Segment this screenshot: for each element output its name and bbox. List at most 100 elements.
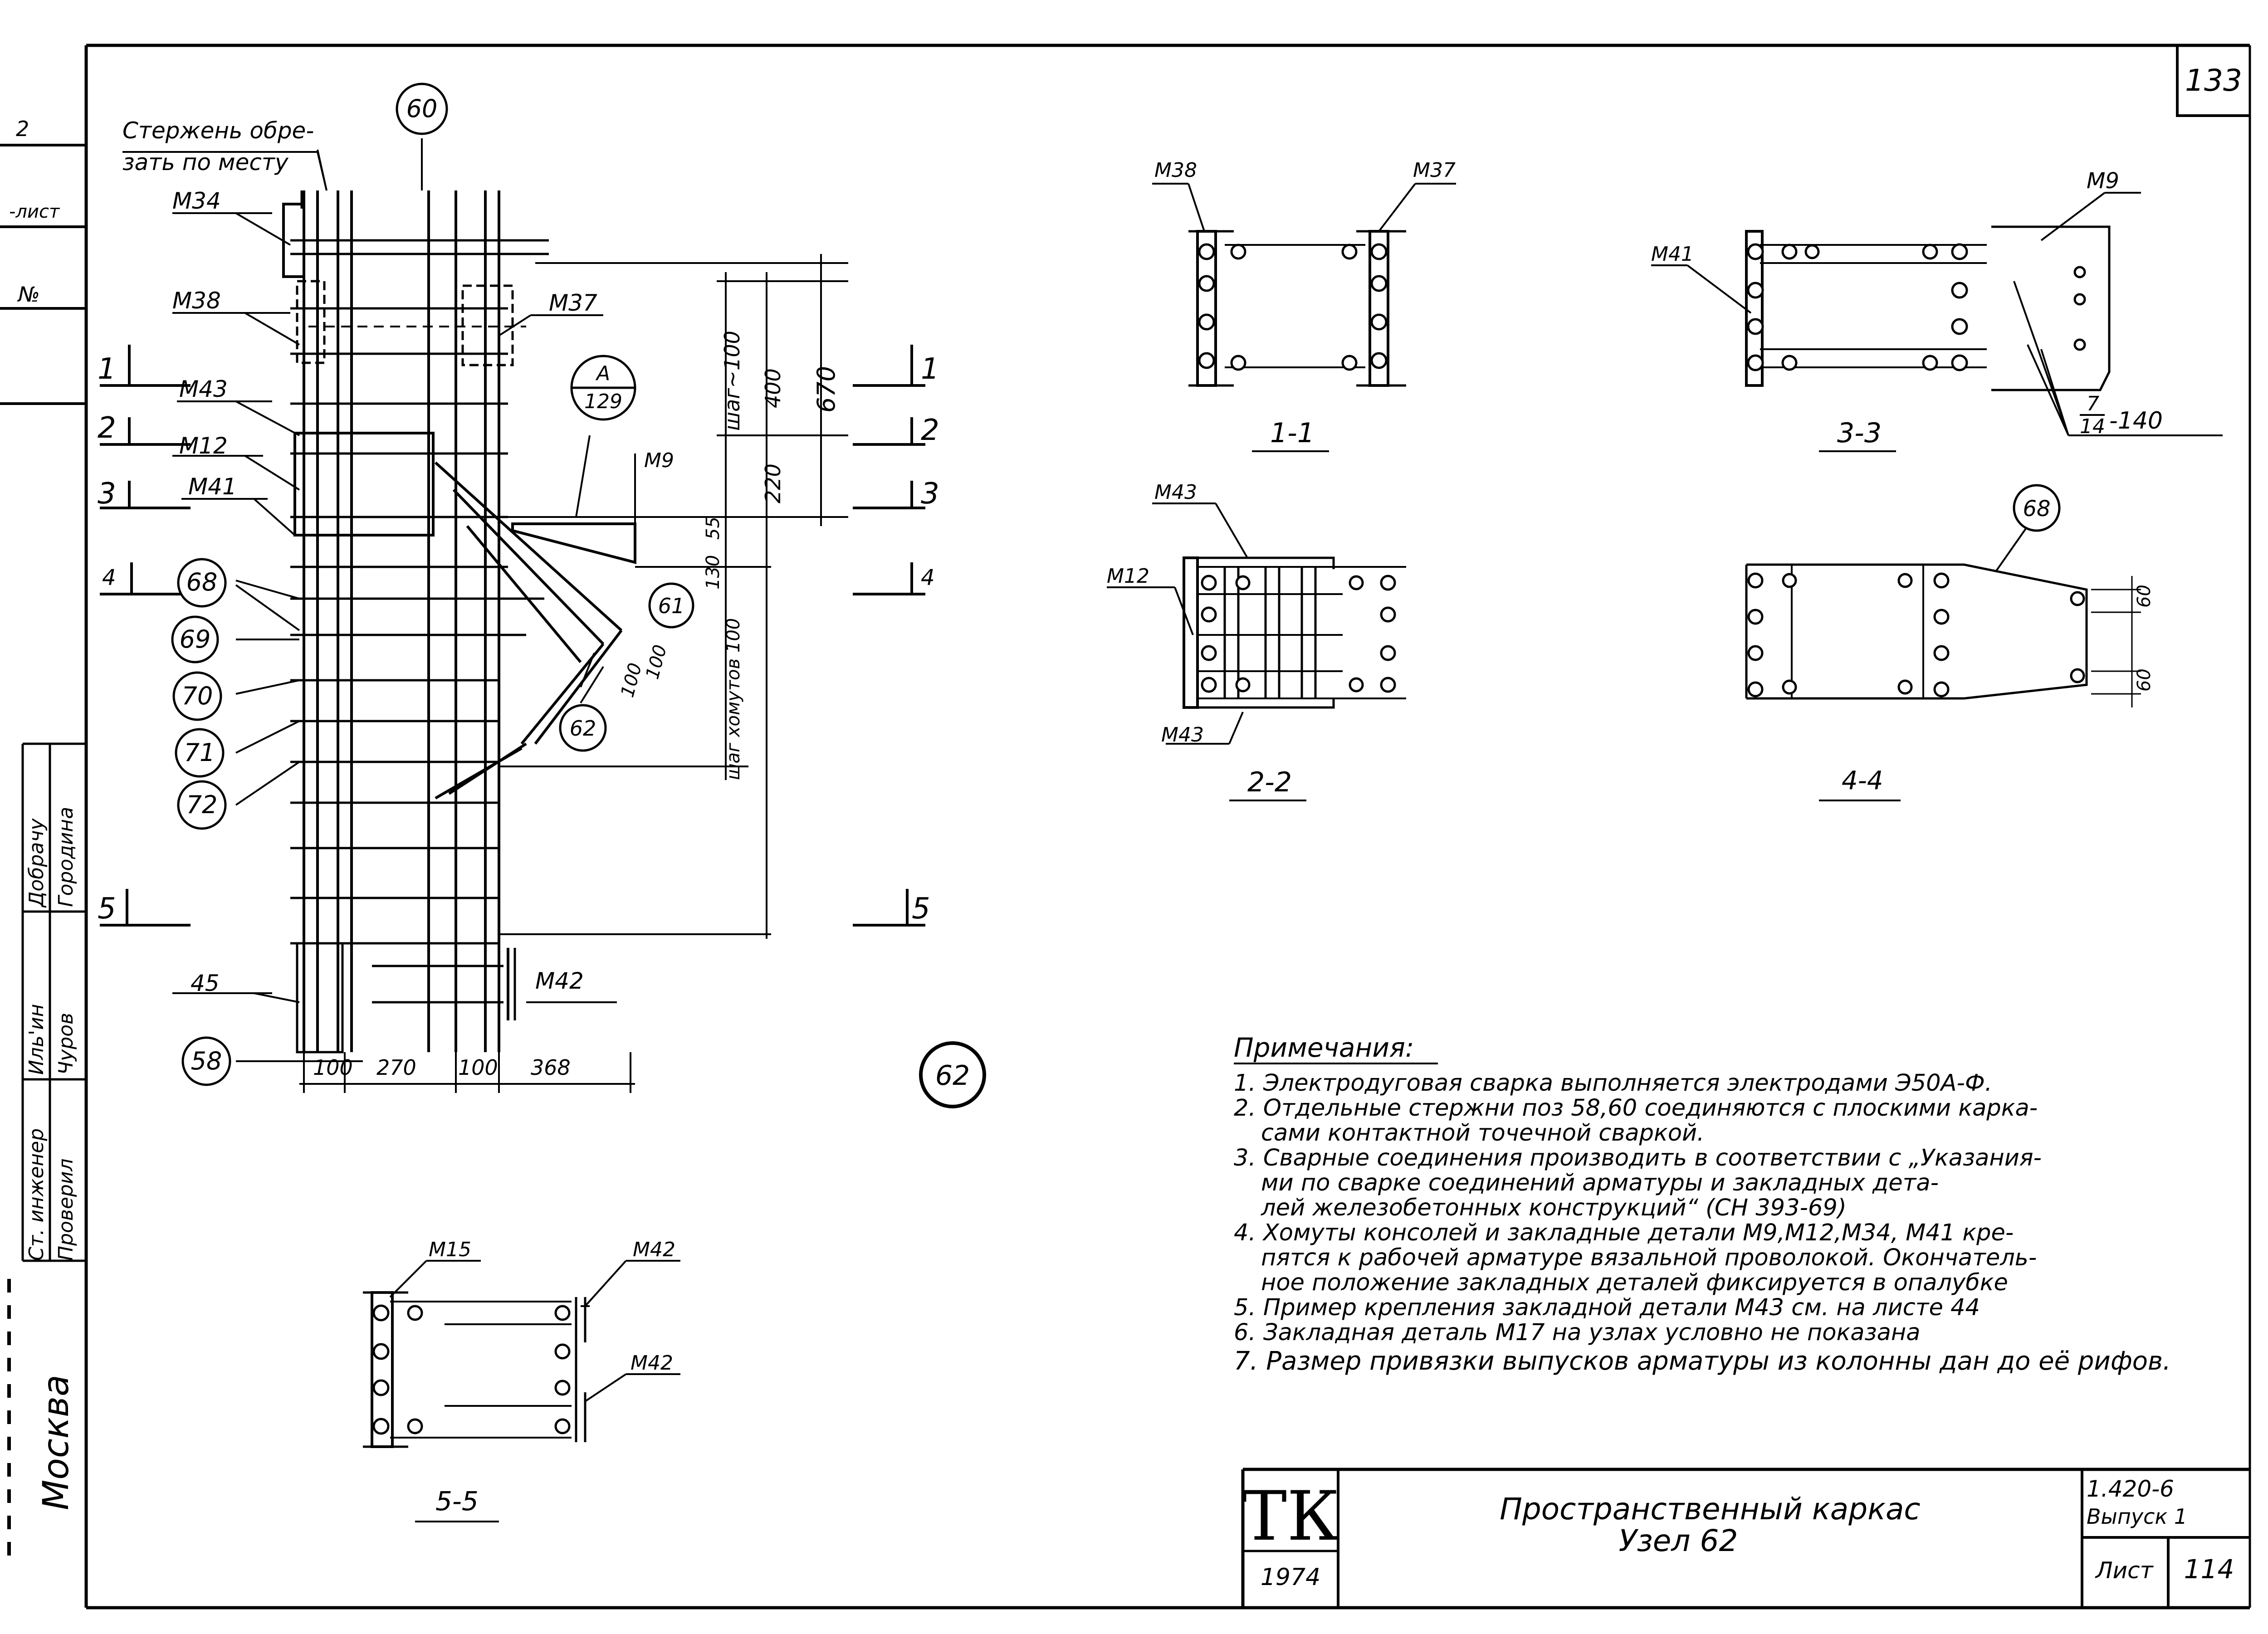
note-2b: сами контактной точечной сваркой. bbox=[1261, 1120, 1704, 1146]
dim-130: 130 bbox=[703, 555, 723, 590]
note-7: 7. Размер привязки выпусков арматуры из … bbox=[1234, 1346, 2171, 1376]
cut-5-left: 5 bbox=[98, 892, 116, 926]
stamp-role-engineer: Ст. инженер bbox=[25, 1128, 48, 1261]
stamp-name-4: Городина bbox=[54, 807, 78, 907]
cut-5-right: 5 bbox=[912, 892, 930, 926]
label-m43: M43 bbox=[179, 376, 228, 402]
main-leaders bbox=[122, 151, 636, 1062]
label-m9: M9 bbox=[644, 449, 674, 472]
dim-step: шаг~100 bbox=[720, 331, 744, 431]
title-series: 1.420-6 bbox=[2087, 1476, 2174, 1502]
notes-heading: Примечания: bbox=[1234, 1032, 1414, 1063]
title-year: 1974 bbox=[1261, 1564, 1320, 1591]
plate-m38 bbox=[296, 280, 326, 364]
stamp-name-2: Чуров bbox=[54, 1013, 78, 1075]
plate-m37 bbox=[461, 284, 514, 366]
notes-list: 1. Электродуговая сварка выполняется эле… bbox=[1234, 1070, 2171, 1376]
s22-bottom-label: M43 bbox=[1161, 723, 1204, 746]
strip-city: Москва bbox=[36, 1375, 77, 1510]
stamp-role-checked: Проверил bbox=[54, 1158, 78, 1261]
section-2-2 bbox=[1107, 502, 1406, 745]
note-4b: пятся к рабочей арматуре вязальной прово… bbox=[1261, 1244, 2037, 1271]
section-3-3-rebars bbox=[1747, 243, 2086, 371]
main-elevation bbox=[282, 138, 636, 1054]
note-6: 6. Закладная деталь М17 на узлах условно… bbox=[1234, 1319, 1921, 1346]
circle-71: 71 bbox=[184, 738, 215, 767]
sheet-frame bbox=[84, 44, 2251, 1610]
s44-dim-2: 60 bbox=[2134, 668, 2155, 692]
circle-58: 58 bbox=[191, 1047, 222, 1075]
circle-70: 70 bbox=[182, 682, 213, 710]
s33-note-num: 7 bbox=[2087, 392, 2099, 415]
label-m38: M38 bbox=[172, 288, 221, 314]
s33-note-len: -140 bbox=[2109, 407, 2163, 434]
section-cut-marks bbox=[100, 345, 925, 927]
console-diagonals bbox=[434, 461, 623, 800]
callout-cut-rods-1: Стержень обре- bbox=[122, 117, 314, 144]
title-block bbox=[1241, 1468, 2250, 1608]
sheet-corner-number: 133 bbox=[2185, 63, 2242, 98]
cut-2-left: 2 bbox=[98, 411, 116, 445]
circle-68: 68 bbox=[186, 568, 218, 596]
s22-top-label: M43 bbox=[1154, 481, 1197, 504]
position-circles bbox=[171, 83, 694, 1086]
note-4: 4. Хомуты консолей и закладные детали М9… bbox=[1234, 1219, 2014, 1246]
plate-m45 bbox=[296, 942, 344, 1054]
title-sheet-label: Лист bbox=[2095, 1557, 2154, 1584]
s55-left-label: M15 bbox=[429, 1238, 471, 1261]
note-3c: лей железобетонных конструкций“ (СН 393-… bbox=[1261, 1195, 1847, 1221]
dim-bottom-100b: 100 bbox=[458, 1055, 498, 1080]
section-1-1-rebars bbox=[1198, 243, 1388, 371]
section-1-1 bbox=[1152, 183, 1456, 387]
dim-220: 220 bbox=[761, 463, 785, 503]
s22-left-label: M12 bbox=[1107, 565, 1149, 588]
note-5: 5. Пример крепления закладной детали М43… bbox=[1234, 1294, 1980, 1321]
note-1: 1. Электродуговая сварка выполняется эле… bbox=[1234, 1070, 1992, 1097]
circle-61: 61 bbox=[658, 594, 685, 618]
cut-1-right: 1 bbox=[921, 352, 939, 386]
label-m12: M12 bbox=[179, 433, 228, 459]
vertical-dimension-text: шаг~100 400 670 220 55 130 шаг хомутов 1… bbox=[617, 331, 841, 780]
cut-3-right: 3 bbox=[921, 477, 939, 511]
s22-title: 2-2 bbox=[1247, 766, 1292, 798]
callout-cut-rods-2: зать по месту bbox=[122, 149, 289, 176]
s44-dim-1: 60 bbox=[2134, 585, 2155, 608]
title-issue: Выпуск 1 bbox=[2087, 1504, 2187, 1529]
section-5-5 bbox=[363, 1260, 680, 1448]
plate-m12 bbox=[293, 432, 435, 537]
tk-logo: ТК bbox=[1242, 1477, 1339, 1556]
s44-title: 4-4 bbox=[1842, 766, 1883, 795]
circle-69: 69 bbox=[180, 625, 211, 654]
stamp-name-1: Иль'ин bbox=[25, 1004, 48, 1075]
s33-right-label: M9 bbox=[2087, 168, 2119, 194]
s33-title: 3-3 bbox=[1837, 417, 1882, 449]
dim-bottom-270: 270 bbox=[376, 1055, 416, 1080]
s33-note-den: 14 bbox=[2080, 415, 2105, 438]
label-45: 45 bbox=[191, 970, 220, 996]
note-2: 2. Отдельные стержни поз 58,60 соединяют… bbox=[1234, 1095, 2038, 1122]
section-cut-numbers: 1 1 2 2 3 3 4 4 5 5 bbox=[98, 352, 939, 926]
cut-4-right: 4 bbox=[921, 565, 935, 590]
label-m34: M34 bbox=[172, 188, 221, 214]
dim-bottom-368: 368 bbox=[531, 1055, 571, 1080]
s55-right-label-2: M42 bbox=[631, 1351, 673, 1375]
cut-2-right: 2 bbox=[921, 414, 939, 447]
s55-right-label-1: M42 bbox=[633, 1238, 675, 1261]
cut-3-left: 3 bbox=[98, 477, 116, 511]
cut-1-left: 1 bbox=[98, 352, 116, 386]
s11-left-label: M38 bbox=[1154, 159, 1197, 182]
note-3: 3. Сварные соединения производить в соот… bbox=[1234, 1145, 2042, 1171]
main-labels: Стержень обре- зать по месту M34 M38 M37… bbox=[122, 117, 674, 996]
title-sheet-number: 114 bbox=[2184, 1554, 2234, 1585]
dim-diag-100b: 100 bbox=[642, 643, 671, 682]
dim-hooks: шаг хомутов 100 bbox=[723, 618, 744, 780]
stamp-name-3: Добрачу bbox=[25, 818, 48, 908]
s11-title: 1-1 bbox=[1270, 417, 1315, 449]
bottom-dimensions bbox=[299, 1052, 635, 1093]
section-2-2-rebars bbox=[1201, 575, 1396, 693]
strip-cell-1: 2 bbox=[16, 117, 29, 141]
s55-title: 5-5 bbox=[435, 1486, 479, 1517]
node-circle bbox=[919, 1041, 986, 1108]
note-4c: ное положение закладных деталей фиксируе… bbox=[1261, 1269, 2008, 1296]
